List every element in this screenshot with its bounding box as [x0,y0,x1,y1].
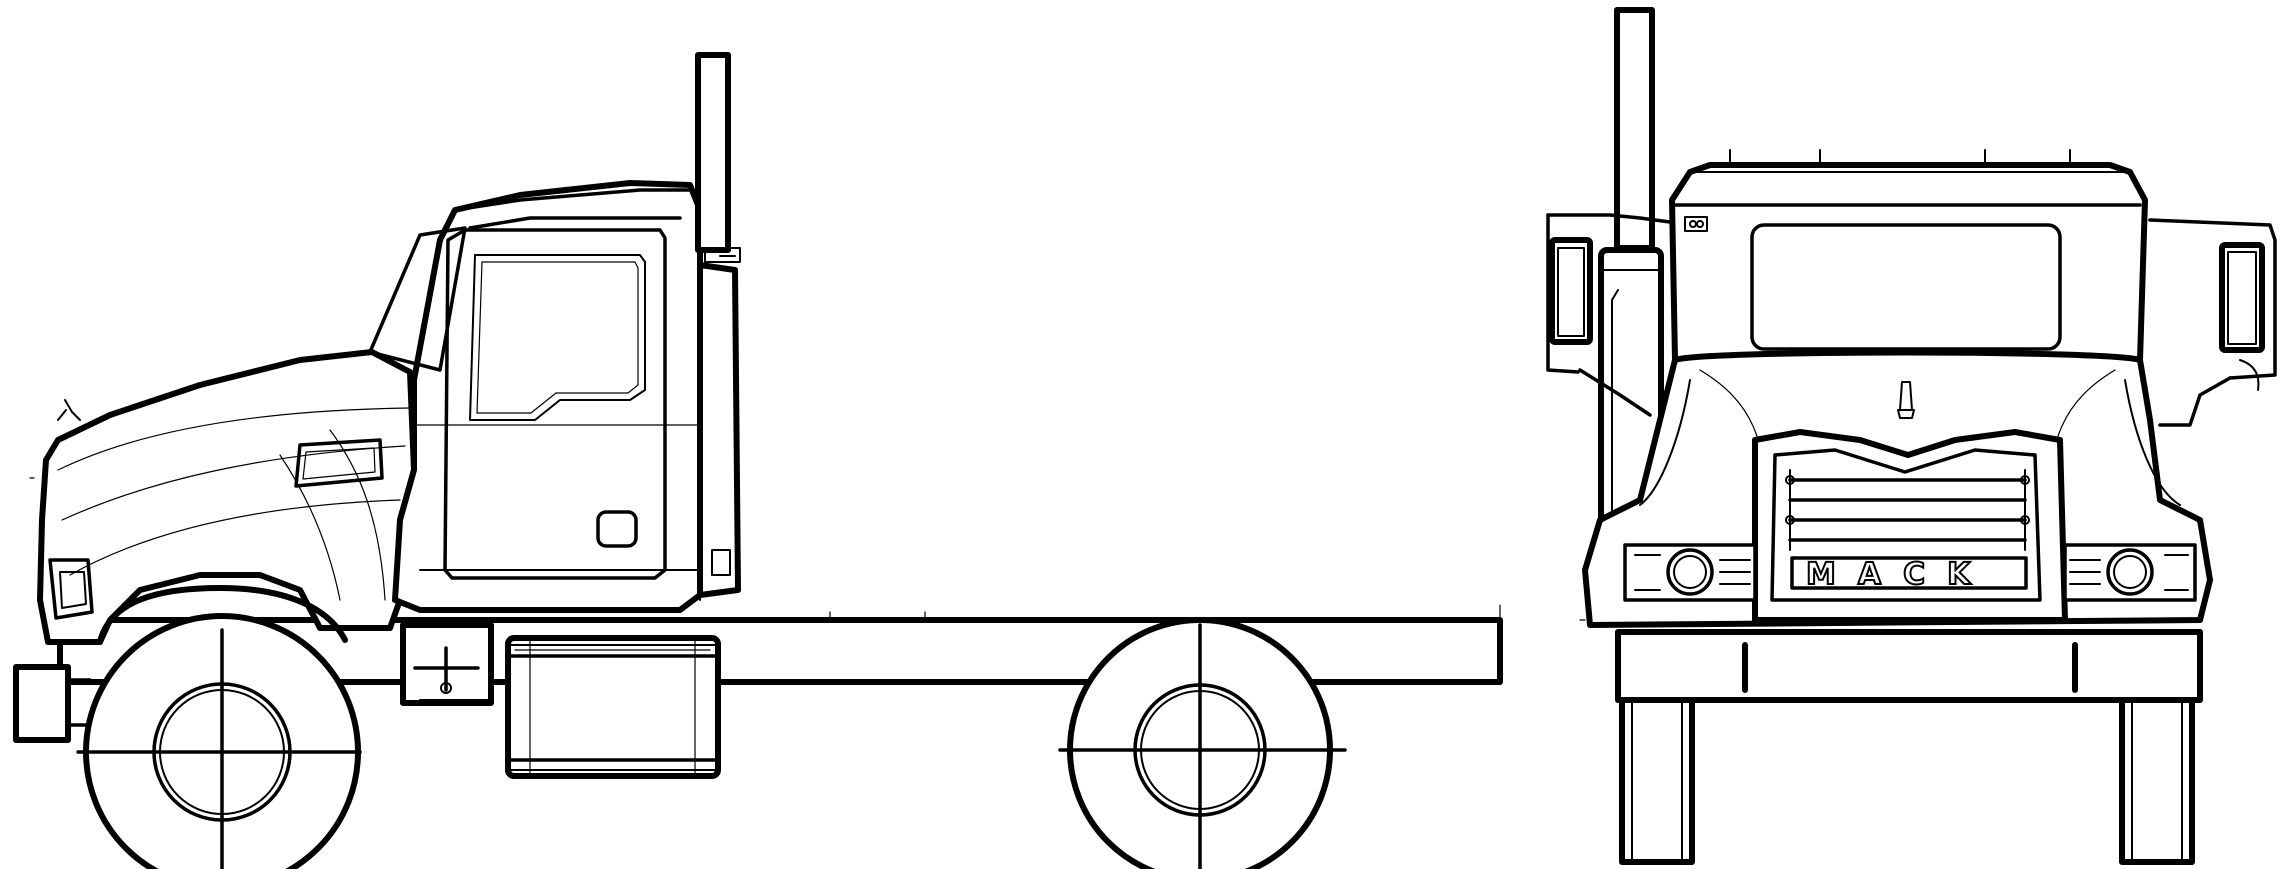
front-tire-right [2119,697,2195,865]
front-headlight-left [1623,543,1757,602]
grille-badge-text: MACK [1806,557,1992,592]
front-mirror-right [2148,218,2277,427]
side-front-bumper [13,664,92,743]
side-cab [368,180,703,613]
side-rear-wheel [1058,617,1347,869]
side-frame-details [29,477,1501,623]
front-bumper [1579,619,2203,703]
front-view: MACK [1546,7,2277,865]
front-cab [1669,149,2148,363]
front-grille: MACK [1752,429,2068,623]
side-exhaust-stack [695,52,741,598]
side-hood [37,349,417,645]
front-mirror-left [1546,213,1672,621]
front-tire-left [1619,697,1695,865]
side-front-wheel [76,585,362,869]
side-fuel-tank [505,635,721,779]
side-view [13,52,1503,869]
side-step-box [400,622,494,706]
front-headlight-right [2063,543,2197,602]
